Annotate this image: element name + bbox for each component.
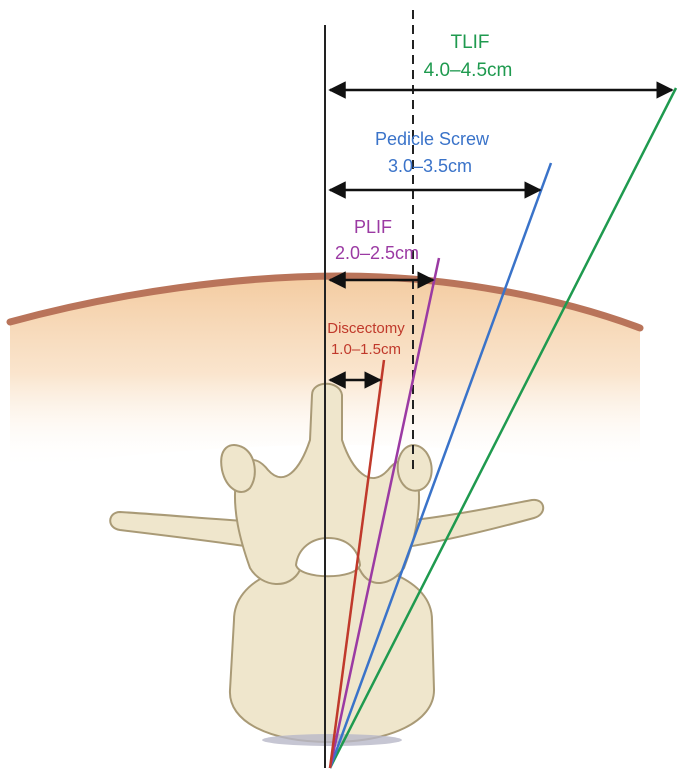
discectomy-label: Discectomy [327, 320, 405, 337]
tlif-range-label: 4.0–4.5cm [424, 60, 513, 81]
right-articular-process [398, 445, 432, 491]
plif-label: PLIF [354, 217, 392, 237]
pedicle-screw-label: Pedicle Screw [375, 129, 490, 149]
discectomy-range-label: 1.0–1.5cm [331, 341, 401, 358]
left-articular-process [221, 445, 255, 492]
pedicle-screw-range-label: 3.0–3.5cm [388, 156, 472, 176]
plif-range-label: 2.0–2.5cm [335, 243, 419, 263]
vertebral-body [230, 562, 434, 742]
tlif-label: TLIF [450, 32, 489, 53]
